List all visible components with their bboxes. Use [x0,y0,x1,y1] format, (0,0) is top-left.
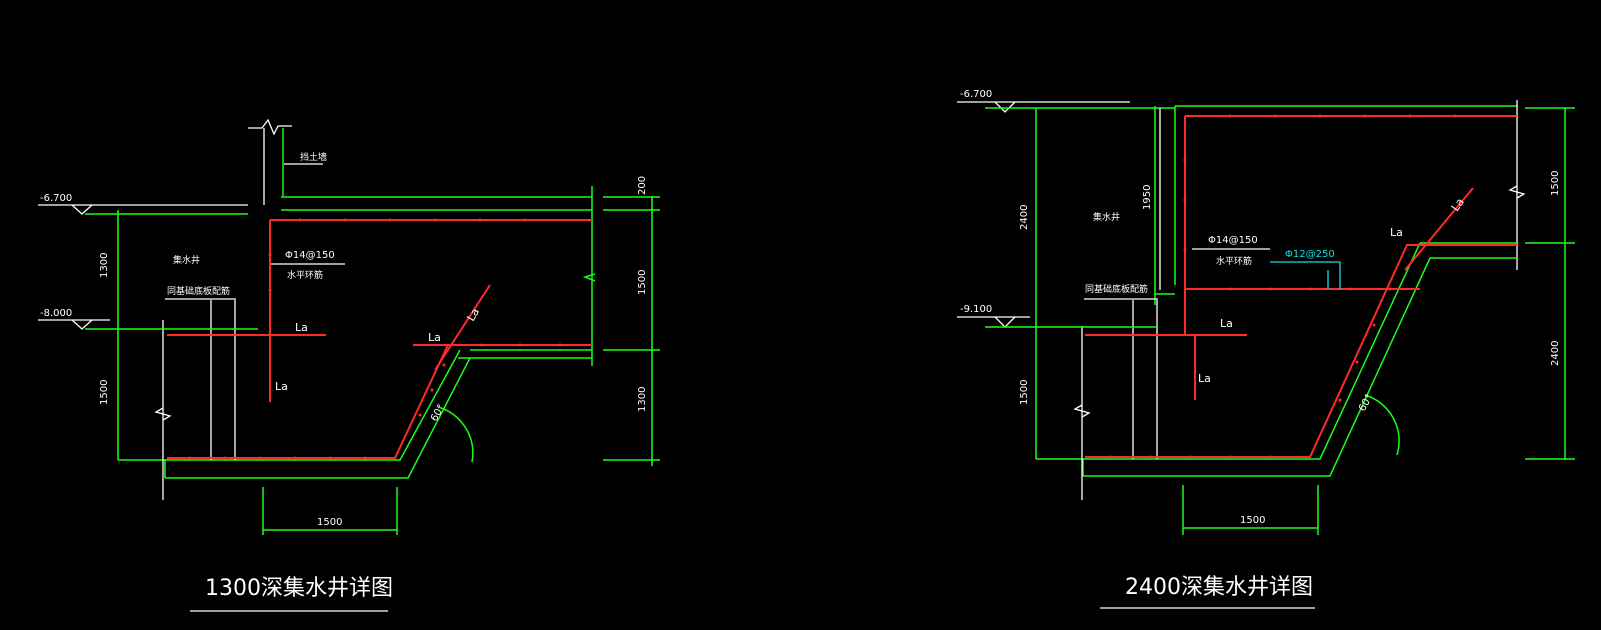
left-dim-200: 200 [637,176,648,195]
right-label-bottom: 同基础底板配筋 [1085,283,1148,295]
left-label-bottom: 同基础底板配筋 [167,285,230,297]
right-dim-bottom-1500: 1500 [1240,515,1265,526]
right-elev-mid: -9.100 [960,304,992,315]
left-la-1: La [295,321,308,334]
left-label-wall: 挡土墙 [300,151,327,163]
right-elev-top: -6.700 [960,89,992,100]
left-dim-1500-right: 1500 [637,270,648,295]
right-label-pit: 集水井 [1093,211,1120,223]
left-label-pit: 集水井 [173,254,200,266]
right-la-4: La [1449,196,1467,214]
right-dim-2400-right: 2400 [1550,341,1561,366]
left-dim-1500: 1500 [99,380,110,405]
right-la-1: La [1220,317,1233,330]
right-dim-1500-right: 1500 [1550,171,1561,196]
right-la-3: La [1390,226,1403,239]
left-elev-top: -6.700 [40,193,72,204]
right-la-2: La [1198,372,1211,385]
left-detail: 挡土墙 [38,118,660,612]
left-la-3: La [428,331,441,344]
left-la-4: La [464,306,482,324]
left-dim-1300-right: 1300 [637,387,648,412]
right-title: 2400深集水井详图 [1125,575,1313,600]
right-angle: 60° [1357,393,1375,414]
left-rebar-spec: Φ14@150 [285,250,335,261]
right-rebar-note: 水平环筋 [1216,255,1252,267]
left-dim-bottom-1500: 1500 [317,517,342,528]
right-dim-1950: 1950 [1142,185,1153,210]
left-dim-1300: 1300 [99,253,110,278]
left-title: 1300深集水井详图 [205,576,393,601]
right-dim-1500: 1500 [1019,380,1030,405]
left-la-2: La [275,380,288,393]
right-dim-2400: 2400 [1019,205,1030,230]
right-detail: -6.700 -9.100 2400 1500 1950 1500 2400 1… [957,89,1575,609]
right-rebar-spec-2: Φ12@250 [1285,249,1335,260]
right-rebar-spec: Φ14@150 [1208,235,1258,246]
left-rebar-note: 水平环筋 [287,269,323,281]
left-wall-break [248,118,292,136]
left-elev-mid: -8.000 [40,308,72,319]
